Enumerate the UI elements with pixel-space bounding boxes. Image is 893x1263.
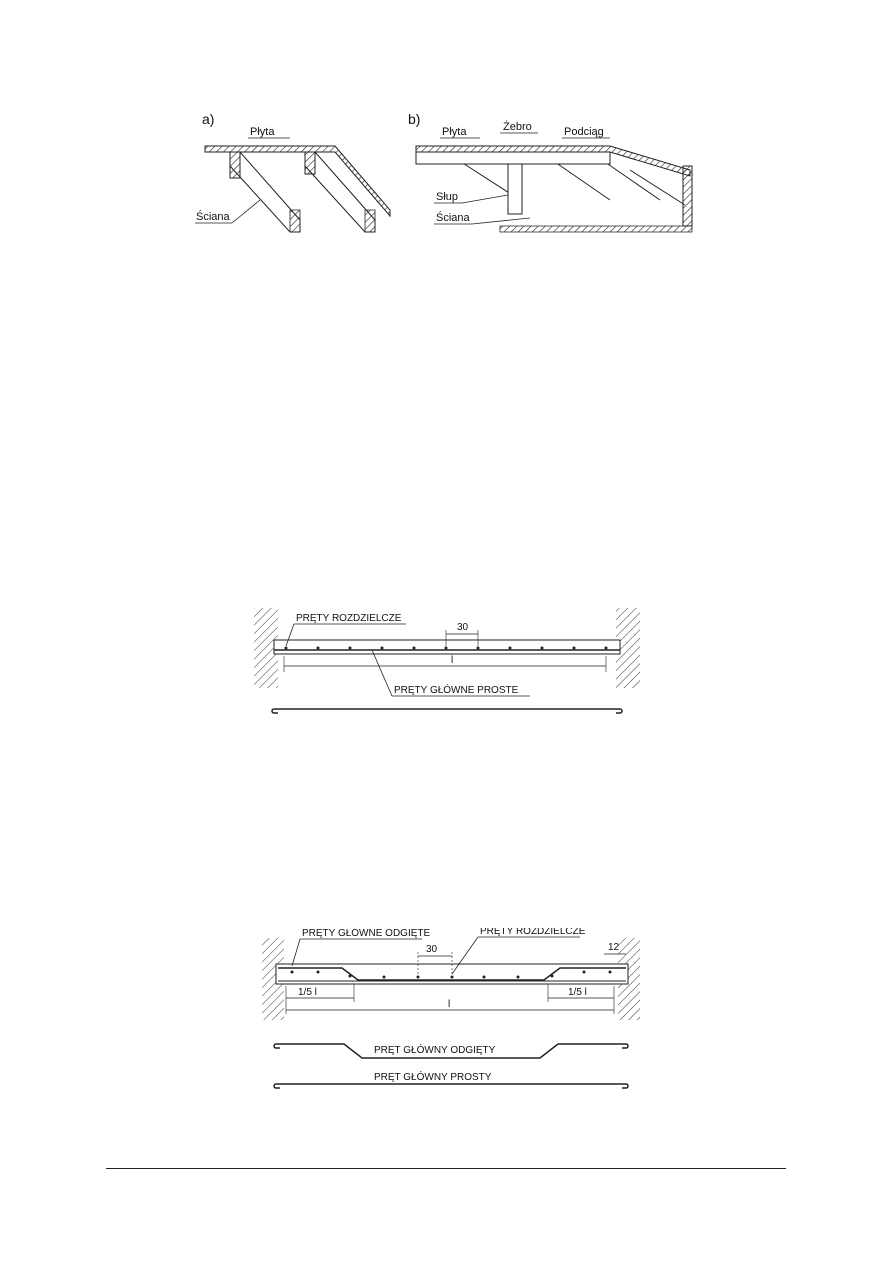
bent-bar-in-slab — [278, 967, 626, 981]
spacing-dim: 30 — [457, 622, 469, 633]
end-dim: 12 — [608, 942, 620, 953]
span-dim: l — [451, 655, 453, 666]
label-rozdzielcze: PRĘTY ROZDZIELCZE — [296, 613, 402, 624]
straight-main-bar — [271, 708, 623, 714]
spacing-dim-3: 30 — [426, 944, 438, 955]
figure-slab-types: a) Płyta Ściana b) Płyta Żebro Podciąg — [195, 111, 693, 233]
label-plyta-a: Płyta — [250, 126, 275, 138]
label-slup: Słup — [436, 191, 458, 203]
label-sciana-a: Ściana — [196, 210, 231, 223]
footer-rule — [106, 1168, 786, 1169]
label-glowne: PRĘTY GŁÓWNE PROSTE — [394, 683, 519, 696]
bend-left-dim: 1/5 l — [298, 987, 317, 998]
figure-part-a: a) Płyta Ściana — [195, 111, 391, 233]
support-wall-left — [262, 938, 284, 1020]
straight-main-bar-3 — [273, 1083, 629, 1089]
part-b-tag: b) — [408, 111, 420, 127]
distribution-bars — [290, 970, 612, 979]
figure-bent-reinforcement: PRĘTY GŁÓWNE ODGIĘTE PRĘTY ROZDZIELCZE 3… — [262, 928, 640, 1089]
bent-main-bar — [273, 1043, 629, 1059]
bend-right-dim: 1/5 l — [568, 987, 587, 998]
label-podciag: Podciąg — [564, 126, 604, 138]
distribution-bars — [284, 646, 608, 650]
bar-bent-label: PRĘT GŁÓWNY ODGIĘTY — [374, 1043, 496, 1056]
figure-straight-reinforcement: PRĘTY ROZDZIELCZE 30 l PRĘTY GŁÓWNE PROS… — [254, 608, 640, 714]
label-odgiete: PRĘTY GŁÓWNE ODGIĘTE — [302, 928, 430, 939]
span-dim-3: l — [448, 999, 450, 1010]
label-zebro: Żebro — [503, 120, 532, 133]
figure-part-b: b) Płyta Żebro Podciąg Słup Ściana — [408, 111, 693, 233]
label-plyta-b: Płyta — [442, 126, 467, 138]
part-a-tag: a) — [202, 111, 214, 127]
bar-straight-label: PRĘT GŁÓWNY PROSTY — [374, 1070, 492, 1083]
label-rozdzielcze-3: PRĘTY ROZDZIELCZE — [480, 928, 586, 937]
support-wall-right — [618, 938, 640, 1020]
label-sciana-b: Ściana — [436, 211, 471, 224]
